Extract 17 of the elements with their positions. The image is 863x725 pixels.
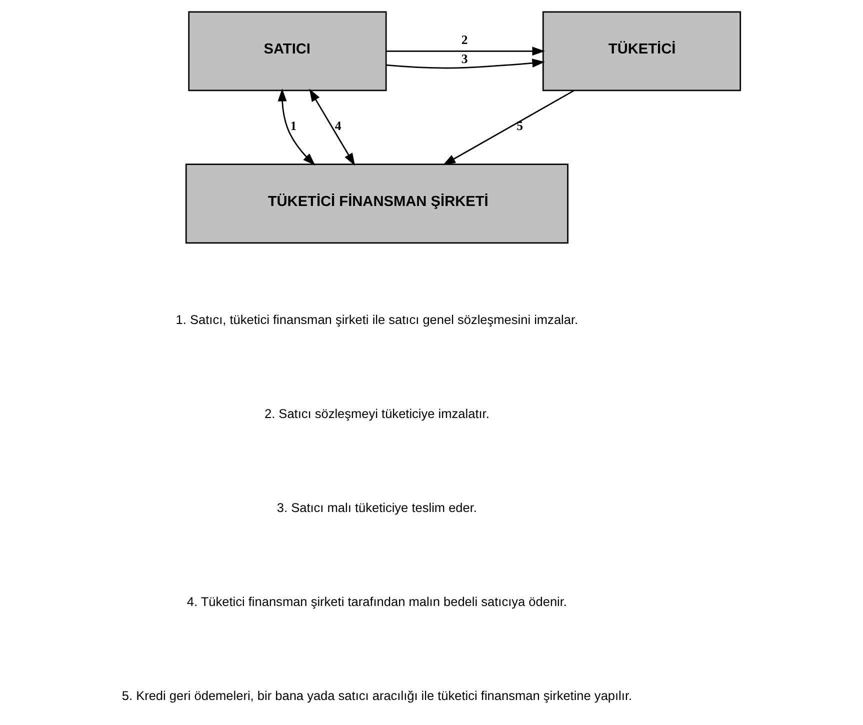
label: 5. Kredi geri ödemeleri, bir bana yada satıcı aracılığı ile tüketici finansman şirketine yapılır. (122, 688, 632, 704)
edge-label: 2 (461, 33, 468, 48)
label: 3. Satıcı malı tüketiciye teslim eder. (276, 500, 477, 515)
label: 1. Satıcı, tüketici finansman şirketi ile satıcı genel sözleşmesini imzalar. (176, 312, 578, 327)
arrow (386, 58, 546, 69)
arrow (278, 88, 316, 166)
arrow (386, 46, 546, 56)
label: 2. Satıcı sözleşmeyi tüketiciye imzalatır. (264, 406, 490, 421)
arrow (309, 88, 356, 166)
edge-label: 3 (461, 52, 468, 66)
label: 4. Tüketici finansman şirketi tarafından malın bedeli satıcıya ödenir. (186, 594, 567, 610)
edge-label: 1 (290, 118, 297, 133)
node-box: TÜKETİCİ FİNANSMAN ŞİRKETİ (185, 164, 568, 244)
node-box: SATICI (188, 11, 387, 92)
edge-label: 4 (334, 118, 342, 133)
node-box: TÜKETİCİ (542, 11, 742, 92)
arrow (442, 90, 575, 166)
